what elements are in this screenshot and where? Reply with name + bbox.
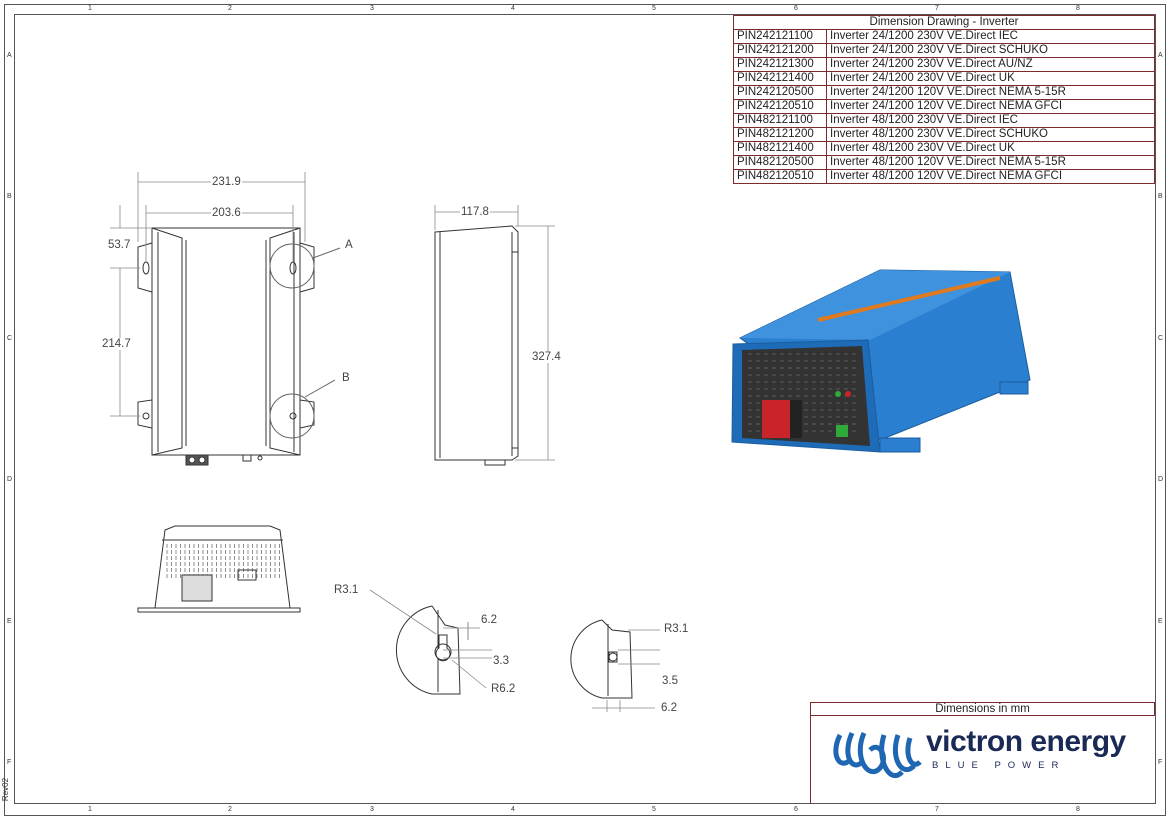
col-label-bottom: 5 [652,806,656,813]
col-label-top: 5 [652,5,656,12]
desc-cell: Inverter 24/1200 230V VE.Direct SCHUKO [826,43,1155,58]
desc-cell: Inverter 24/1200 230V VE.Direct IEC [826,29,1155,44]
end-view [137,525,301,613]
desc-cell: Inverter 48/1200 230V VE.Direct UK [826,141,1155,156]
dim-mount-width: 203.6 [211,207,242,219]
detail-b-height: 3.5 [661,675,679,687]
col-label-top: 8 [1076,5,1080,12]
detail-a-height: 3.3 [492,655,510,667]
detail-b-radius: R3.1 [663,623,690,635]
row-label-right: E [1158,618,1163,625]
col-label-bottom: 4 [511,806,515,813]
row-label-left: E [7,618,12,625]
col-label-bottom: 1 [88,806,92,813]
col-label-bottom: 8 [1076,806,1080,813]
col-label-bottom: 7 [935,806,939,813]
dim-overall-width: 231.9 [211,176,242,188]
brand-name: victron energy [926,725,1126,758]
col-label-top: 2 [228,5,232,12]
detail-b [570,619,660,712]
pin-cell: PIN242121400 [733,71,827,86]
front-view [137,227,341,466]
detail-b-label: B [341,372,351,384]
outer-frame [4,4,1166,816]
col-label-top: 6 [794,5,798,12]
col-label-top: 4 [511,5,515,12]
victron-logo-icon [833,731,922,778]
pin-cell: PIN242120500 [733,85,827,100]
detail-a-radius-small: R3.1 [333,584,360,596]
dim-height: 327.4 [531,351,562,363]
row-label-right: D [1158,476,1164,483]
side-view [434,225,519,466]
col-label-bottom: 6 [794,806,798,813]
pin-cell: PIN482121100 [733,113,827,128]
dim-mount-height: 214.7 [101,338,132,350]
brand-tagline: BLUE POWER [932,760,1066,771]
desc-cell: Inverter 24/1200 120V VE.Direct NEMA GFC… [826,99,1155,114]
col-label-top: 3 [370,5,374,12]
dim-depth: 117.8 [460,206,490,218]
desc-cell: Inverter 48/1200 120V VE.Direct NEMA GFC… [826,169,1155,184]
row-label-right: F [1158,759,1163,766]
col-label-bottom: 2 [228,806,232,813]
row-label-left: D [7,476,13,483]
pin-cell: PIN482120510 [733,169,827,184]
title-block-table: Dimension Drawing - Inverter PIN24212110… [733,15,1155,184]
units-note: Dimensions in mm [810,702,1155,716]
product-render [731,269,1031,453]
row-label-left: A [7,52,12,59]
row-label-right: B [1158,193,1163,200]
logo-area [810,716,1155,804]
detail-a-label: A [344,239,354,251]
col-label-top: 7 [935,5,939,12]
row-label-left: B [7,193,12,200]
inner-frame [14,14,1156,804]
detail-b-width: 6.2 [660,702,678,714]
row-label-right: C [1158,335,1164,342]
pin-cell: PIN242121300 [733,57,827,72]
detail-a [369,589,492,695]
desc-cell: Inverter 24/1200 230V VE.Direct UK [826,71,1155,86]
col-label-bottom: 3 [370,806,374,813]
detail-a-width: 6.2 [480,614,498,626]
col-label-top: 1 [88,5,92,12]
vent-grid [166,544,280,578]
row-label-left: C [7,335,13,342]
row-label-right: A [1158,52,1163,59]
row-label-left: F [7,759,12,766]
dim-top-offset: 53.7 [107,239,132,251]
detail-a-radius-large: R6.2 [490,683,517,695]
